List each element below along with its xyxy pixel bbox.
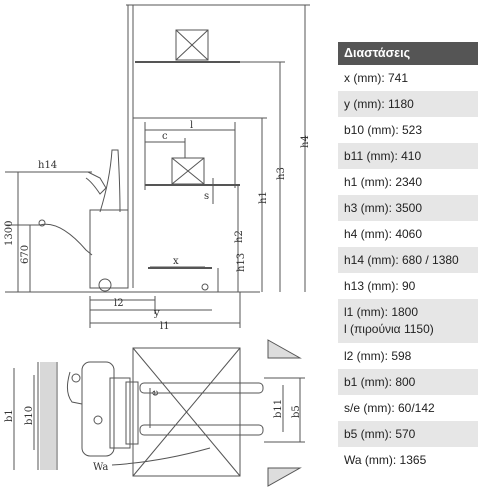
label-h2: h2 (234, 230, 245, 243)
spec-row-b10: b10 (mm): 523 (344, 122, 423, 137)
spec-row-b11: b11 (mm): 410 (338, 143, 478, 169)
spec-row-h13: h13 (mm): 90 (344, 278, 416, 293)
label-wa: Wa (93, 462, 108, 473)
label-1300: 1300 (4, 221, 15, 246)
spec-row-h1: h1 (mm): 2340 (344, 174, 423, 189)
spec-row-wa: Wa (mm): 1365 (344, 452, 427, 467)
label-b10: b10 (24, 406, 35, 425)
specs-title: Διαστάσεις (338, 42, 478, 65)
label-h3: h3 (276, 167, 287, 180)
spec-row-y: y (mm): 1180 (338, 91, 478, 117)
label-s: s (204, 191, 209, 202)
label-e: e (150, 390, 161, 396)
spec-row-b5: b5 (mm): 570 (338, 421, 478, 447)
label-c: c (162, 131, 168, 142)
label-b11: b11 (273, 399, 284, 418)
label-b1: b1 (4, 409, 15, 422)
label-l1: l1 (160, 321, 170, 332)
label-670: 670 (20, 245, 31, 264)
spec-row-h4: h4 (mm): 4060 (344, 226, 423, 241)
label-h14: h14 (38, 160, 57, 171)
label-l2: l2 (114, 298, 124, 309)
spec-row-h14: h14 (mm): 680 / 1380 (338, 247, 478, 273)
label-h4: h4 (300, 135, 311, 148)
spec-row-se: s/e (mm): 60/142 (344, 400, 435, 415)
label-l: l (190, 120, 193, 131)
label-y: y (153, 308, 160, 319)
stacker-dimension-drawing: h14 h4 h3 h1 h2 h13 c l s x l2 y l1 1300… (4, 4, 311, 487)
label-x: x (173, 256, 179, 267)
spec-row-x: x (mm): 741 (344, 70, 409, 85)
spec-row-l2: l2 (mm): 598 (344, 348, 412, 363)
spec-row-b1: b1 (mm): 800 (338, 369, 478, 395)
specs-table: Διαστάσεις x (mm): 741 y (mm): 1180 b10 … (338, 42, 478, 473)
label-h1: h1 (258, 191, 269, 204)
spec-row-h3: h3 (mm): 3500 (338, 195, 478, 221)
label-b5: b5 (291, 405, 302, 418)
label-h13: h13 (236, 253, 247, 272)
